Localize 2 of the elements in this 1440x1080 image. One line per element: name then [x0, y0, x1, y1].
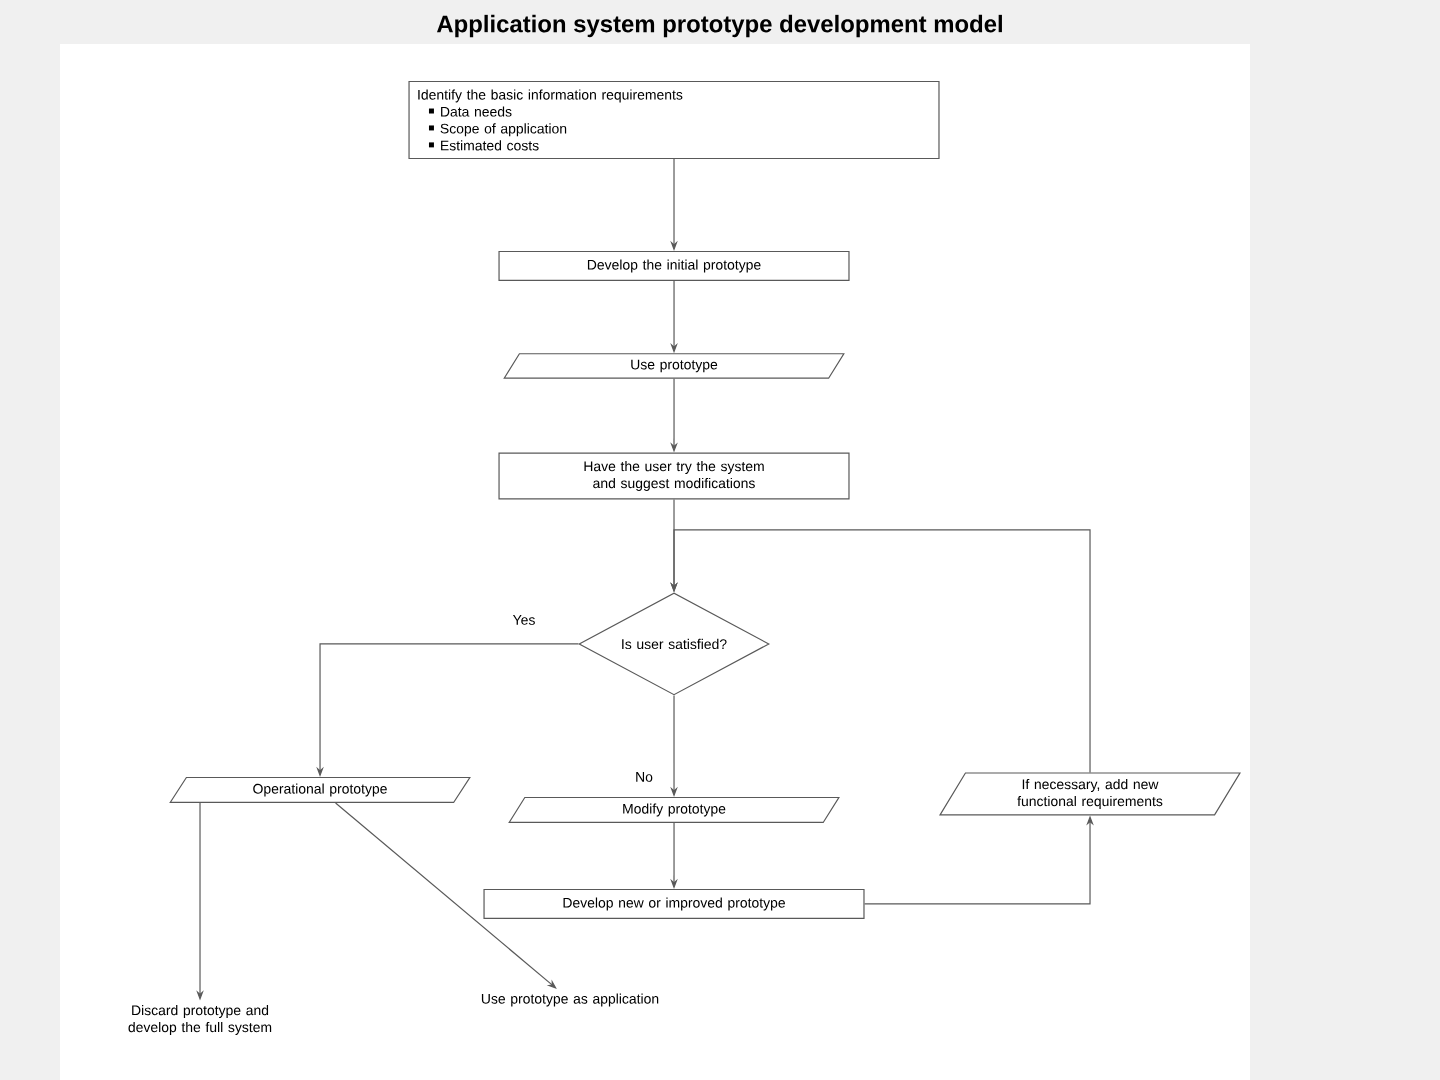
arrow: [334, 802, 557, 989]
title: Application system prototype development model: [436, 14, 1002, 38]
